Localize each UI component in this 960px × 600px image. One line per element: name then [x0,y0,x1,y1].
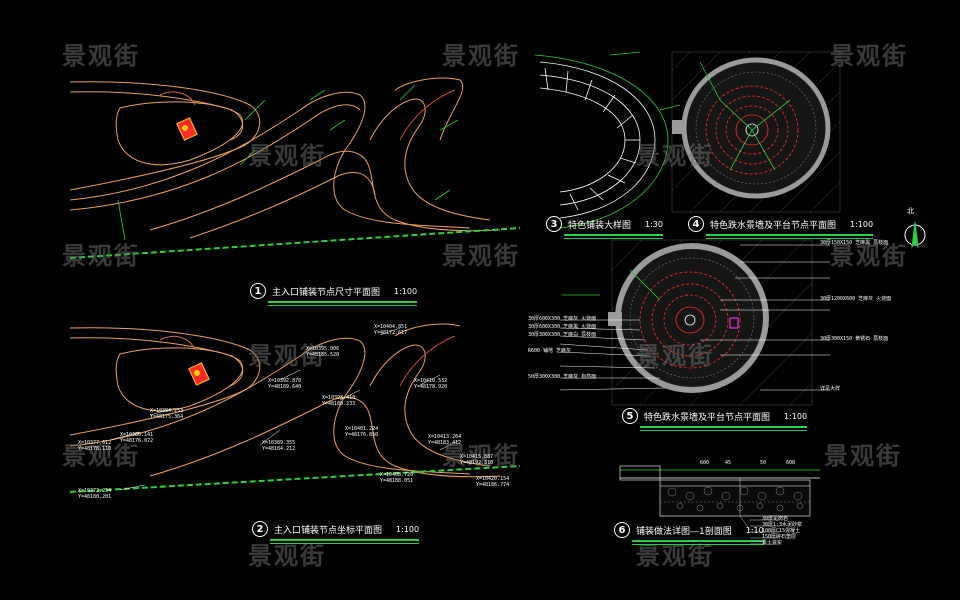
watermark: 景观街 [442,242,520,270]
section-note: 素土夯实 [762,540,783,546]
section-note: 30厚花岗岩 [762,516,789,522]
coord-tag: X=10410.532 Y=48178.920 [414,378,448,390]
material-label: 50厚300X300 芝麻灰 自然面 [528,374,597,380]
coord-tag: X=10395.006 Y=48185.520 [306,346,340,358]
panel-2-plan [69,323,501,478]
watermark: 景观街 [636,542,714,570]
coord-tag: X=10389.355 Y=48184.212 [262,440,296,452]
title-number: 1 [250,283,266,299]
title-number: 6 [614,522,630,538]
drawing-title-2: 2 主入口铺装节点坐标平面图 1:100 [252,521,420,544]
watermark: 景观街 [636,142,714,170]
title-scale: 1:100 [396,524,420,534]
panel-1-red-ornament [176,117,198,141]
material-label: 30厚1200X600 芝麻灰 火烧面 [820,296,892,302]
panel-4-paving-plan [671,51,841,213]
panel-2-ground-line [69,465,521,493]
panel-6-section [619,465,820,545]
coord-tag: X=10420.154 Y=48186.774 [476,476,510,488]
title-text: 铺装做法详图—1剖面图 [636,526,732,537]
title-text: 特色跌水景墙及平台节点平面图 [710,220,837,231]
drawing-title-3: 3 特色铺装大样图 1:30 [546,216,663,239]
watermark: 景观街 [62,42,140,70]
title-text: 特色铺装大样图 [568,220,632,231]
coord-tag: X=10377.612 Y=48178.110 [78,440,112,452]
title-number: 2 [252,521,268,537]
material-label: 30厚150X150 芝麻黑 荔枝面 [820,240,889,246]
title-scale: 1:100 [850,219,874,229]
coord-tag: X=10380.141 Y=48176.072 [120,432,154,444]
watermark: 景观街 [830,42,908,70]
watermark: 景观街 [636,342,714,370]
panel-3-dims [534,51,681,229]
watermark: 景观街 [248,142,326,170]
panel-1-plan [69,77,501,239]
drawing-title-5: 5 特色跌水景墙及平台节点平面图 1:100 [622,408,808,431]
coord-tag: X=10372.254 Y=48180.201 [78,488,112,500]
section-note: 150厚碎石垫层 [762,534,797,540]
watermark: 景观街 [824,442,902,470]
coord-tag: X=10415.887 Y=48192.310 [460,454,494,466]
panel-5-paving-plan [559,239,830,406]
watermark: 景观街 [62,442,140,470]
section-dimension: 600 [700,460,710,466]
panel-2-red-ornament [188,362,210,386]
coord-tag: X=10401.224 Y=48176.850 [345,426,379,438]
section-note: 30厚1:3水泥砂浆 [762,522,803,528]
drawing-title-4: 4 特色跌水景墙及平台节点平面图 1:100 [688,216,874,239]
coord-tag: X=10404.851 Y=48172.617 [374,324,408,336]
title-number: 4 [688,216,704,232]
coord-tag: X=10408.720 Y=48188.051 [380,472,414,484]
section-note: 100厚C15混凝土 [762,528,801,534]
coord-tag: X=10413.264 Y=48183.412 [428,434,462,446]
section-dimension: 50 [760,460,767,466]
coord-tag: X=10398.410 Y=48180.233 [322,395,356,407]
material-label: 详见大样 [820,386,841,392]
title-scale: 1:10 [745,525,764,535]
title-scale: 1:100 [784,411,808,421]
material-label: 30厚600X300 芝麻黑 火烧面 [528,324,597,330]
title-text: 主入口铺装节点尺寸平面图 [272,287,381,298]
material-label: R600 铺地 芝麻灰 [528,348,572,354]
title-text: 主入口铺装节点坐标平面图 [274,525,383,536]
material-label: 30厚300X150 黄锈石 荔枝面 [820,336,889,342]
north-arrow [904,221,926,249]
watermark: 景观街 [62,242,140,270]
title-scale: 1:100 [394,286,418,296]
watermark: 景观街 [442,42,520,70]
title-number: 5 [622,408,638,424]
title-number: 3 [546,216,562,232]
material-label: 30厚600X300 芝麻灰 火烧面 [528,316,597,322]
watermark: 景观街 [830,242,908,270]
watermark: 景观街 [248,542,326,570]
drawing-title-6: 6 铺装做法详图—1剖面图 1:10 [614,522,764,545]
panel-1-ground-line [69,227,521,259]
watermark: 景观街 [248,342,326,370]
title-text: 特色跌水景墙及平台节点平面图 [644,412,771,423]
title-scale: 1:30 [645,219,663,229]
coord-tag: X=10384.253 Y=48175.364 [150,408,184,420]
panel-1-dim-lines [117,84,459,241]
watermark: 景观街 [442,442,520,470]
coord-tag: X=10392.870 Y=48189.640 [268,378,302,390]
north-arrow-label: 北 [907,207,914,215]
drawing-title-1: 1 主入口铺装节点尺寸平面图 1:100 [250,283,418,306]
panel-2-leader-lines [109,327,461,491]
section-dimension: 45 [725,460,732,466]
material-label: 30厚300X300 芝麻白 荔枝面 [528,332,597,338]
section-dimension: 600 [786,460,796,466]
panel-3-arc-paving [539,61,656,219]
